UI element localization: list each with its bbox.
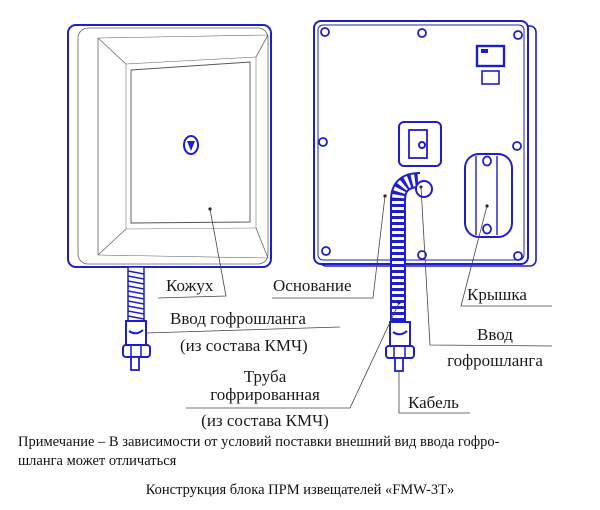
label-tube-line1: Труба [243, 367, 287, 386]
figure-note-line2: шланга может отличаться [18, 453, 177, 469]
label-hose-inlet-right-line2: гофрошланга [447, 351, 543, 370]
figure-note-line1: Примечание – В зависимости от условий по… [18, 434, 500, 450]
back-base [313, 20, 537, 267]
label-tube-line3: (из состава КМЧ) [201, 411, 329, 430]
label-cover: Крышка [467, 285, 527, 304]
figure-note: Примечание – В зависимости от условий по… [18, 433, 583, 471]
label-hose-inlet-right-line1: Ввод [477, 325, 513, 344]
right-corrugated-hose [385, 172, 433, 372]
label-cable: Кабель [408, 393, 459, 412]
leader-lines [145, 186, 553, 414]
label-hose-inlet-left-line1: Ввод гофрошланга [170, 309, 306, 328]
screw-icons [318, 27, 523, 261]
label-housing: Кожух [166, 276, 214, 295]
figure-caption: Конструкция блока ПРМ извещателей «FMW-3… [145, 482, 455, 498]
front-housing [67, 24, 272, 268]
left-corrugated-hose [122, 266, 151, 371]
emblem-icon [183, 135, 199, 155]
label-tube-line2: гофрированная [210, 385, 320, 404]
label-base: Основание [273, 276, 352, 295]
label-hose-inlet-left-line2: (из состава КМЧ) [180, 336, 308, 355]
